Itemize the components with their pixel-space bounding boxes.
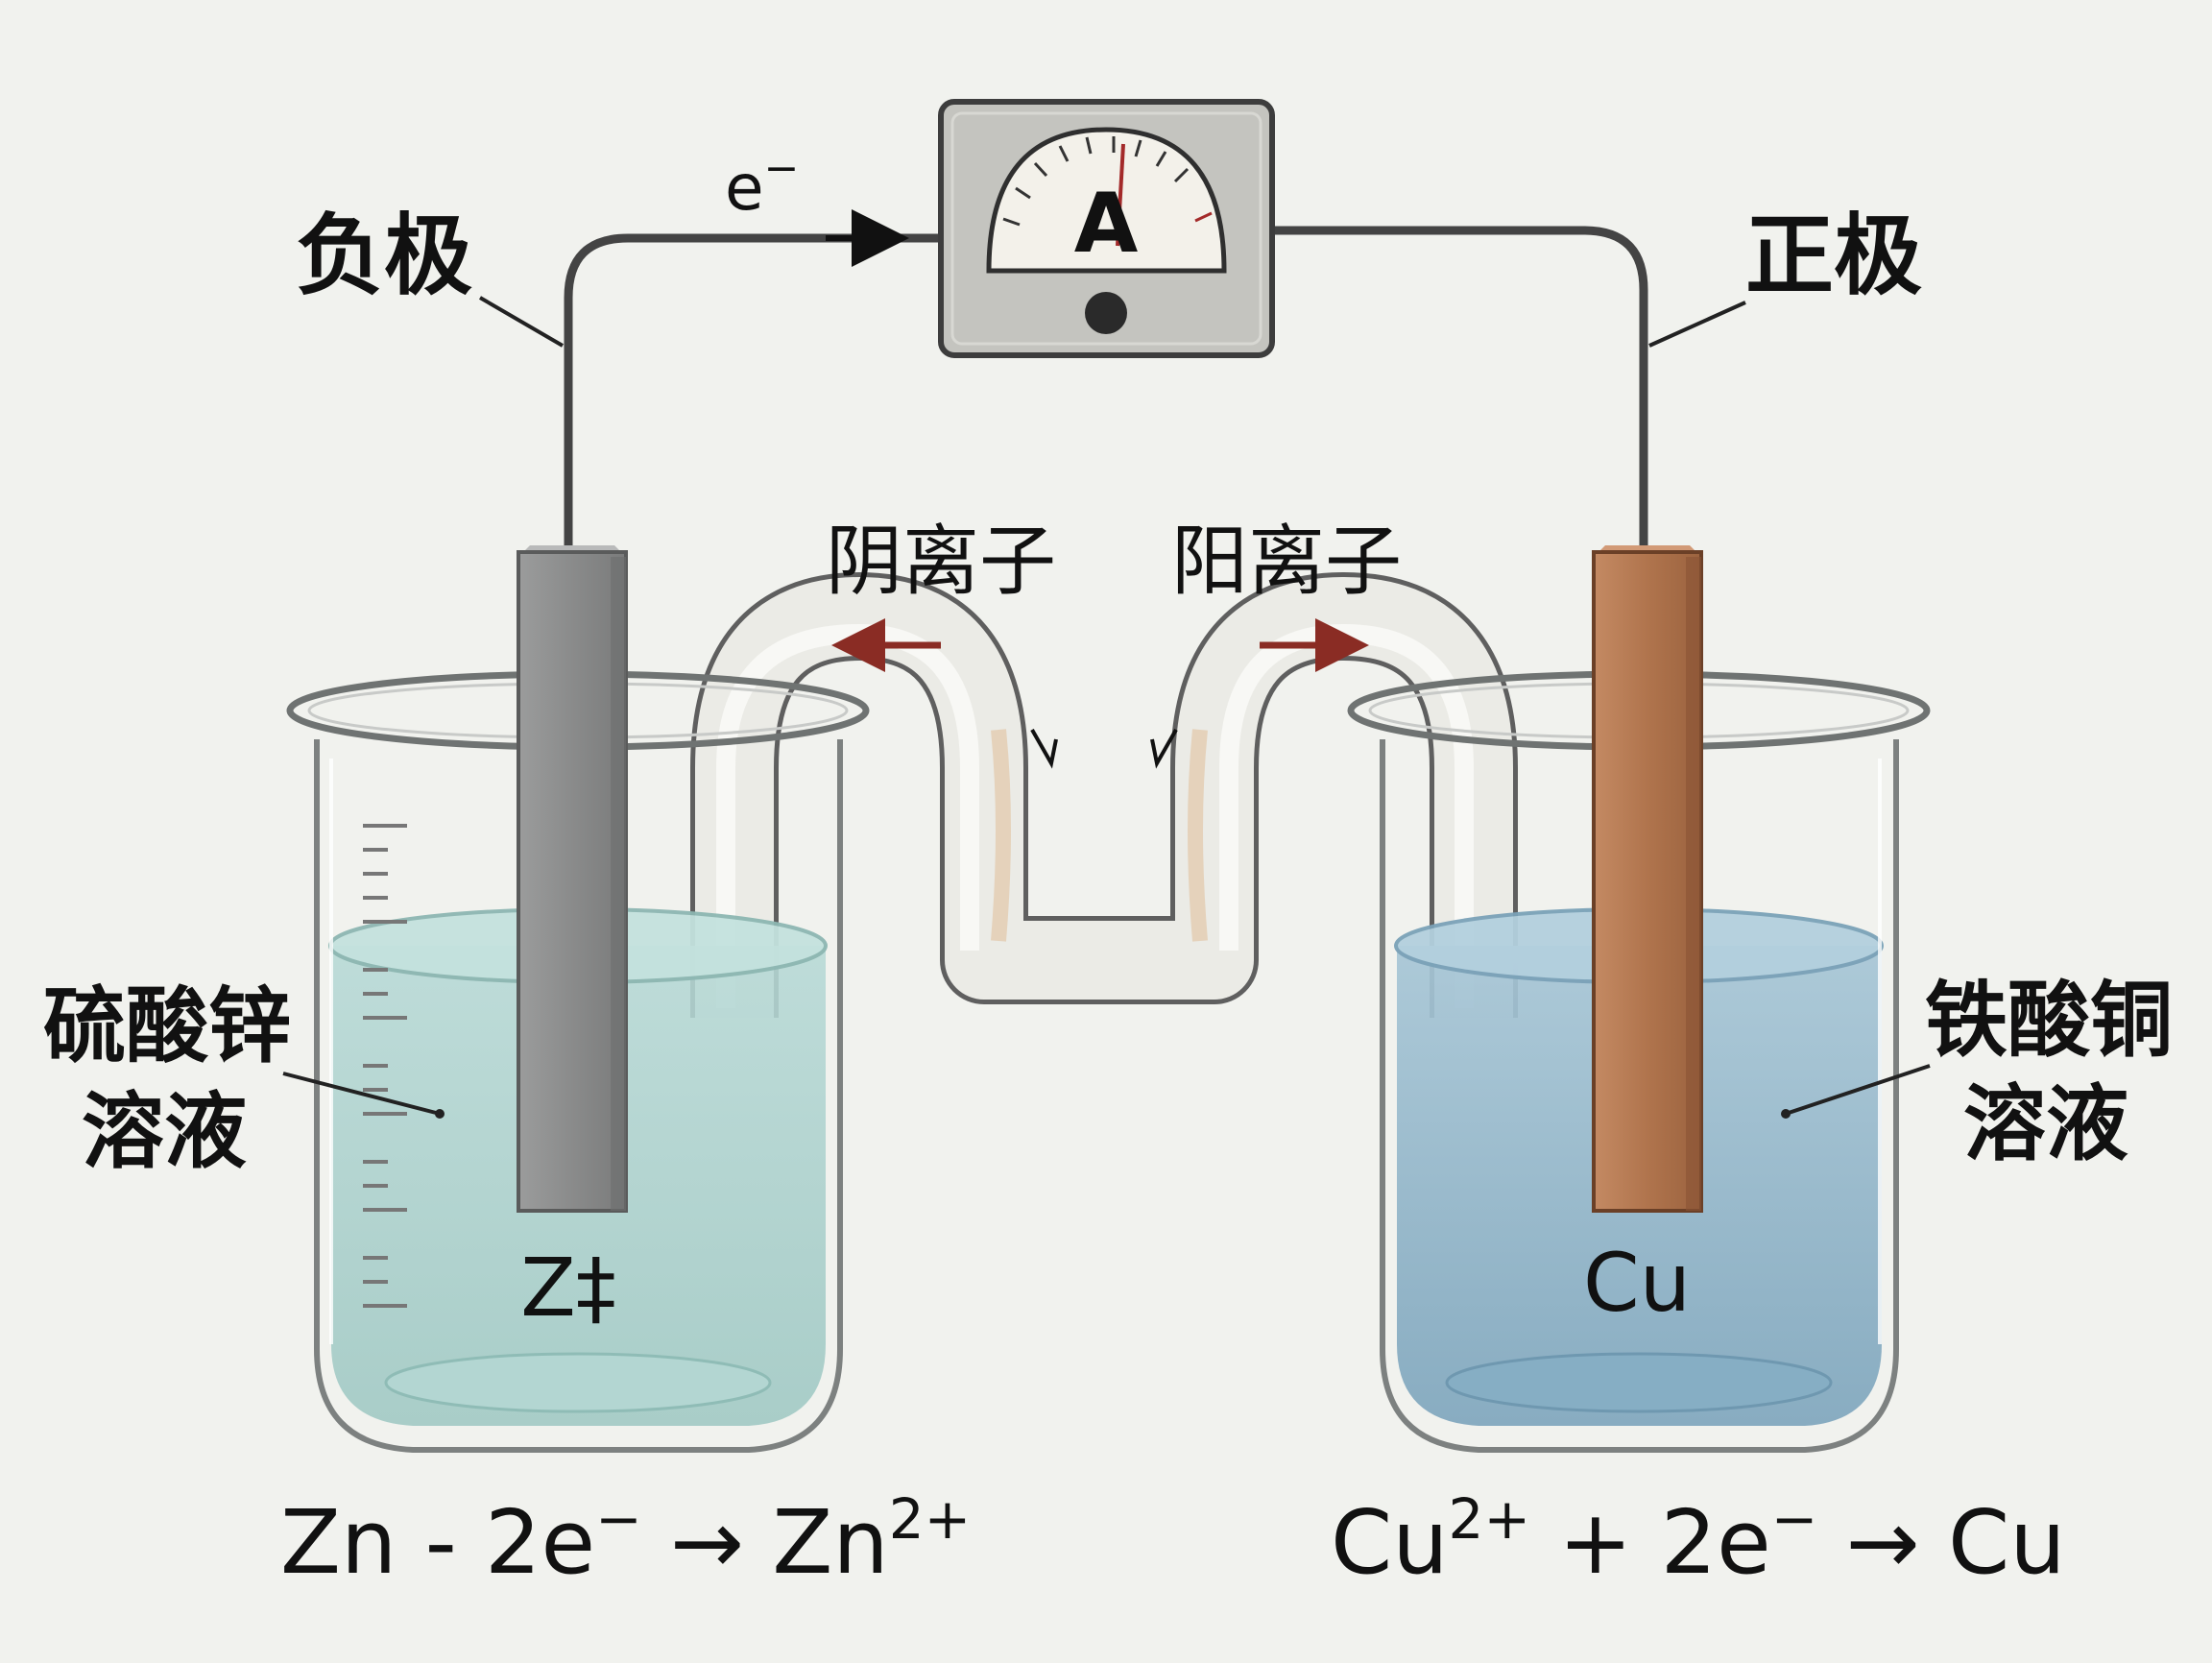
left-half-reaction: Zn - 2e− → Zn2+ — [280, 1486, 971, 1594]
wire-right — [1267, 226, 1648, 552]
right-solution-label-line1: 铁酸铜 — [1925, 973, 2173, 1069]
right-solution-leader — [1785, 1064, 1931, 1116]
negative-electrode-label: 负极 — [296, 205, 472, 307]
anion-label: 阴离子 — [826, 517, 1056, 606]
left-solution-label-line1: 硫酸锌 — [43, 978, 291, 1074]
right-half-reaction: Cu2+ + 2e− → Cu — [1331, 1486, 2066, 1594]
ammeter-scale-ticks — [1002, 136, 1213, 227]
positive-electrode-leader — [1648, 301, 1746, 348]
zinc-beaker-scale — [363, 824, 407, 1308]
cation-label: 阳离子 — [1171, 517, 1402, 606]
zinc-electrode — [517, 545, 628, 1213]
copper-electrode-label: Cu — [1583, 1236, 1691, 1330]
ammeter-needle — [1116, 143, 1125, 247]
zinc-electrode-label: Z‡ — [520, 1241, 616, 1335]
negative-electrode-leader — [478, 296, 565, 348]
right-solution-label-line2: 溶液 — [1963, 1076, 2128, 1172]
ammeter-label: A — [1074, 176, 1139, 272]
ammeter: A — [938, 99, 1275, 358]
ammeter-knob — [1085, 292, 1127, 334]
copper-electrode — [1592, 545, 1703, 1213]
wire-left — [564, 233, 946, 552]
ammeter-dial-face — [986, 127, 1227, 274]
left-solution-leader — [282, 1072, 441, 1116]
electron-label: e− — [725, 144, 799, 225]
positive-electrode-label: 正极 — [1745, 205, 1922, 307]
left-solution-label-line2: 溶液 — [82, 1084, 247, 1180]
